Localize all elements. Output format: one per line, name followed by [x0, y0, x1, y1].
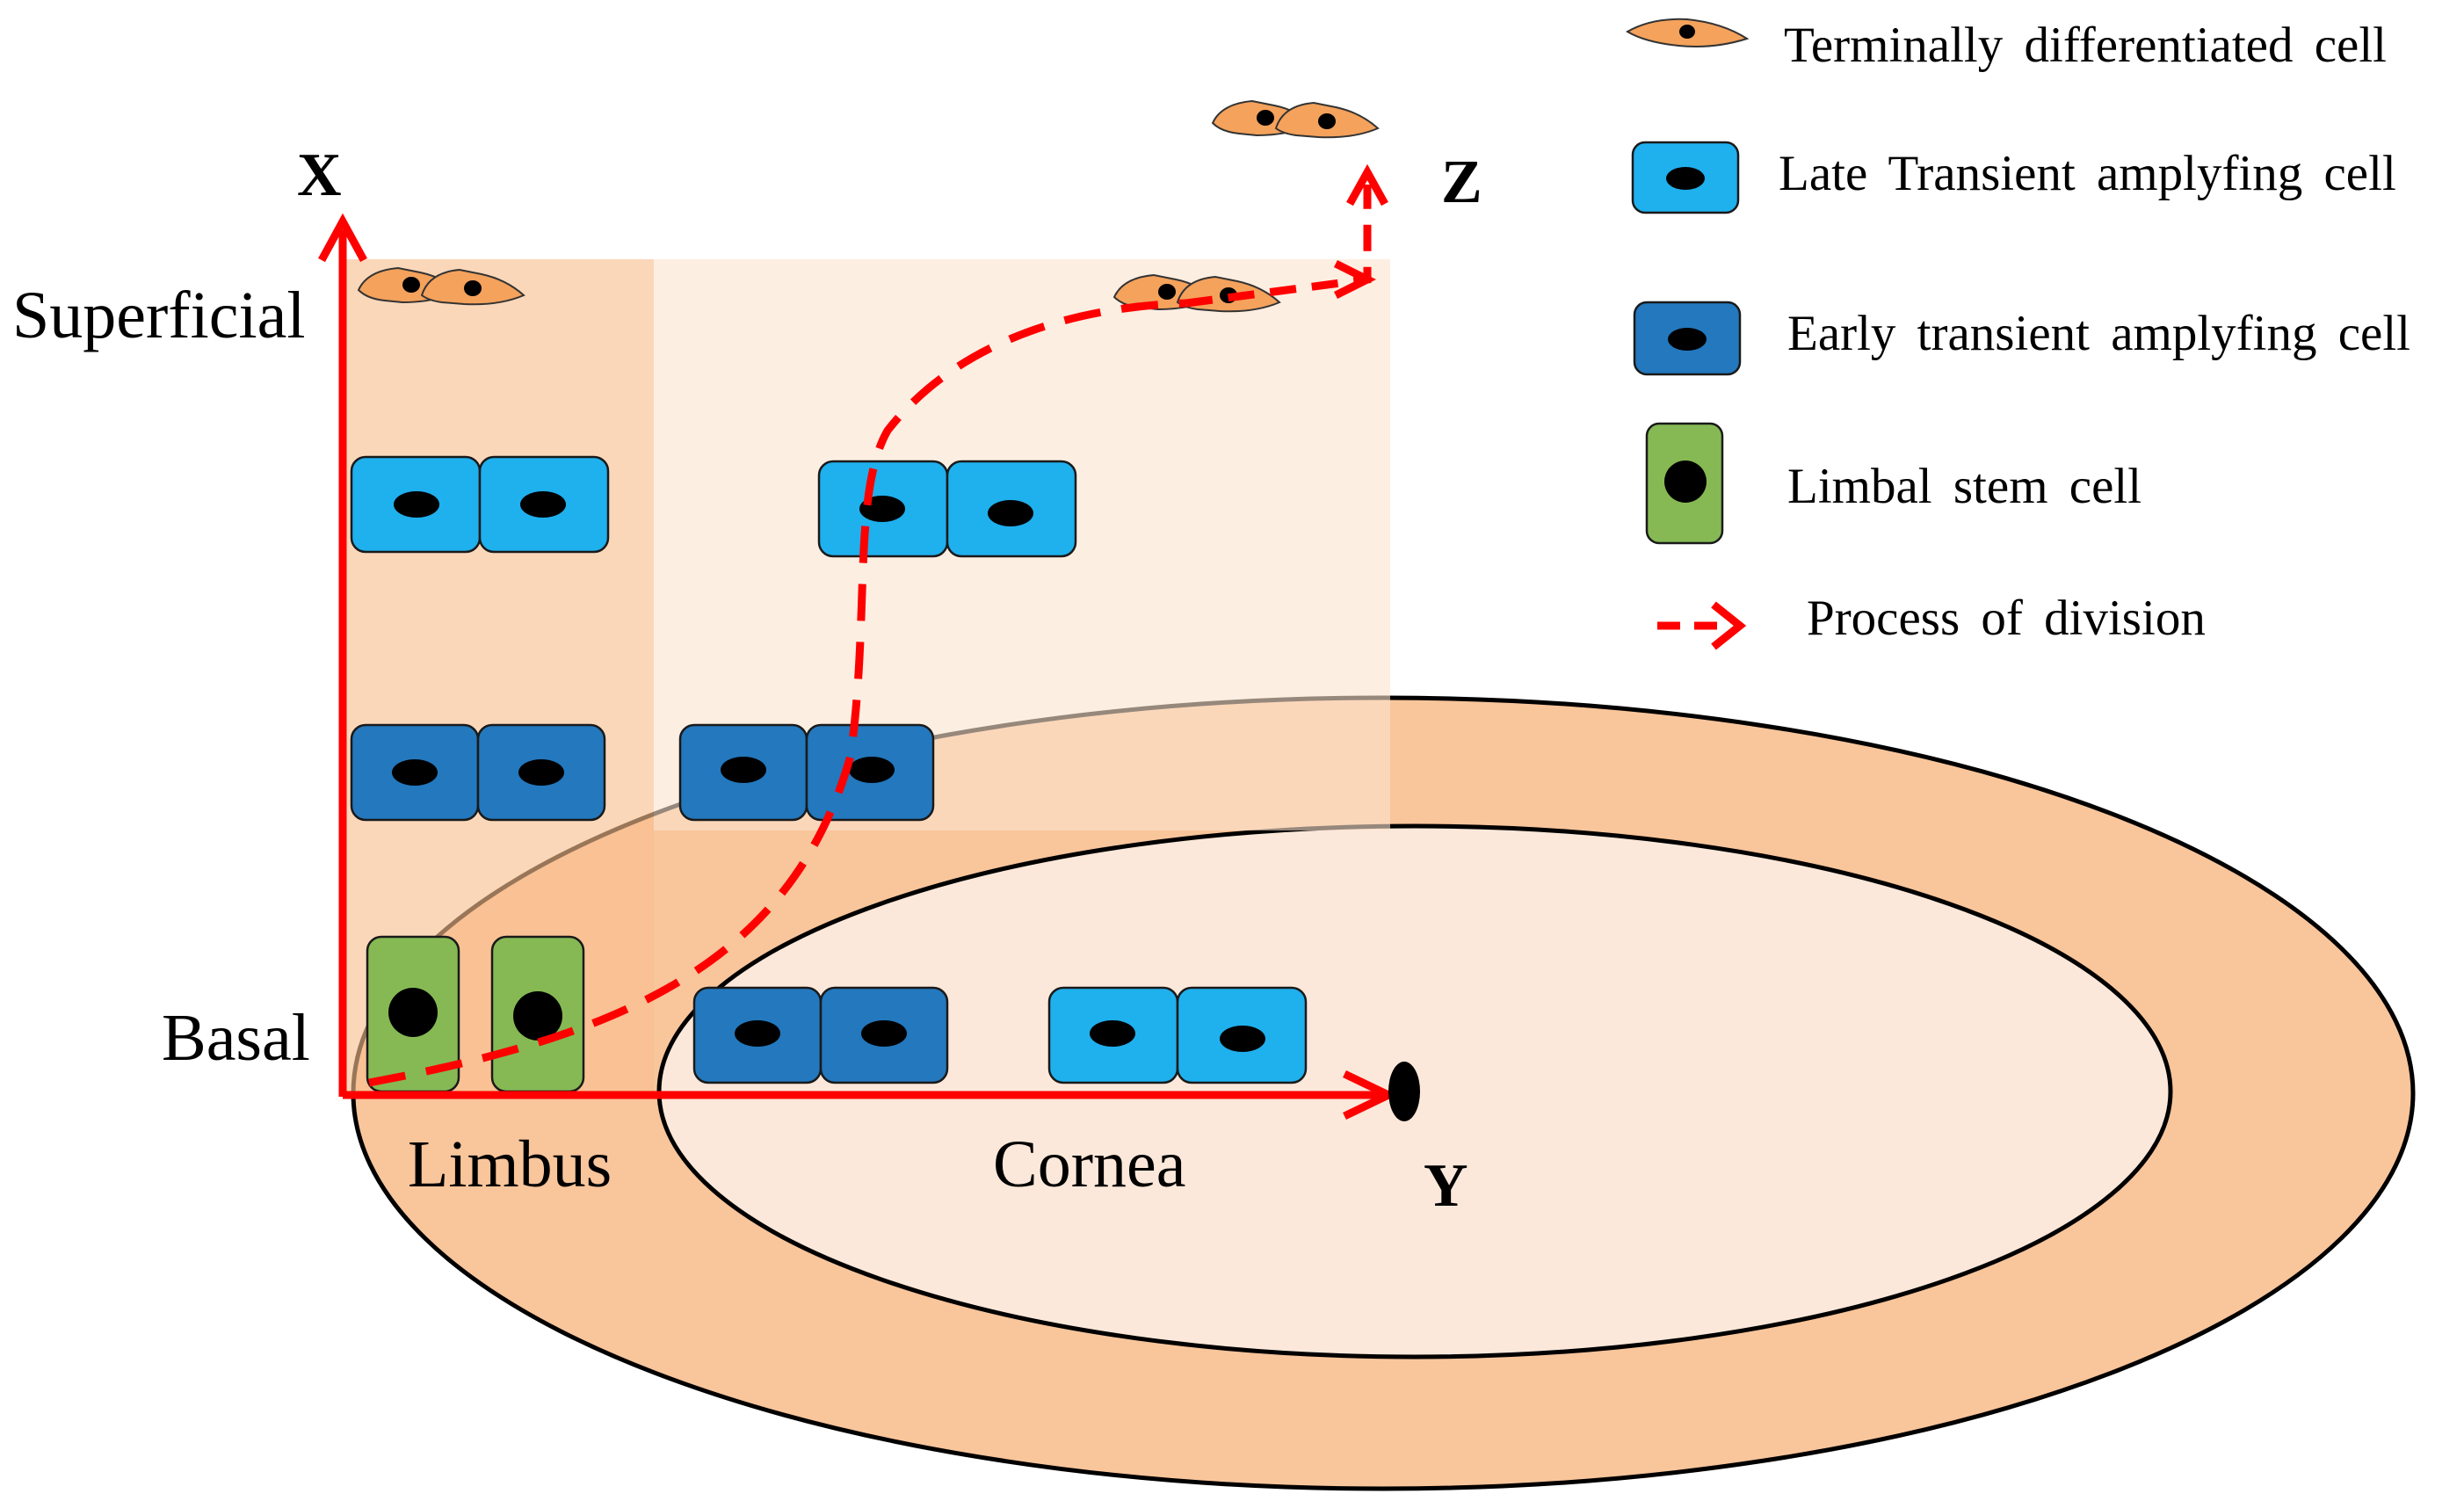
limbus-label: Limbus — [408, 1128, 612, 1201]
legend-late-ta-label: Late Transient amplyfing cell — [1779, 146, 2396, 201]
late-ta-cell — [1047, 986, 1179, 1084]
terminal-cell-pair — [1212, 100, 1379, 139]
legend-terminal-label: Terminally differentiated cell — [1784, 18, 2387, 73]
legend-early-ta: Early transient amplyfing cell — [1633, 301, 2410, 376]
x-axis-arrowhead — [318, 213, 367, 263]
late-ta-cell — [946, 460, 1077, 558]
division-arrowhead-up — [1346, 163, 1388, 207]
cells — [350, 100, 1379, 1093]
late-ta-cell — [817, 460, 949, 558]
y-axis-origin-dot — [1388, 1062, 1420, 1121]
legend-division-arrowhead — [1711, 601, 1747, 650]
late-ta-cell — [1176, 986, 1308, 1084]
legend-terminal: Terminally differentiated cell — [1626, 18, 2387, 73]
cornea-label: Cornea — [993, 1128, 1185, 1201]
y-axis-arrowhead — [1343, 1070, 1398, 1120]
legend-stem-label: Limbal stem cell — [1787, 459, 2142, 514]
basal-label: Basal — [162, 1001, 310, 1075]
superficial-label: Superficial — [12, 279, 305, 352]
early-ta-cell — [805, 723, 935, 822]
legend-division: Process of division — [1657, 591, 2206, 650]
legend-early-ta-label: Early transient amplyfing cell — [1787, 306, 2410, 361]
early-ta-cell — [476, 723, 606, 822]
stem-cell — [366, 935, 460, 1093]
early-ta-cell — [678, 723, 808, 822]
legend-division-label: Process of division — [1807, 591, 2206, 646]
y-axis-label: Y — [1424, 1152, 1468, 1220]
legend-late-ta: Late Transient amplyfing cell — [1631, 141, 2396, 214]
late-ta-cell — [478, 455, 610, 554]
division-arrowhead — [1333, 259, 1377, 300]
early-ta-cell — [692, 986, 823, 1084]
x-axis-label: X — [297, 141, 342, 209]
early-ta-cell — [819, 986, 949, 1084]
z-axis-label: Z — [1441, 149, 1482, 216]
stem-cell — [490, 935, 585, 1093]
late-ta-cell — [350, 455, 482, 554]
legend: Terminally differentiated cell Late Tran… — [1626, 18, 2410, 650]
legend-stem: Limbal stem cell — [1645, 422, 2142, 545]
early-ta-cell — [350, 723, 480, 822]
